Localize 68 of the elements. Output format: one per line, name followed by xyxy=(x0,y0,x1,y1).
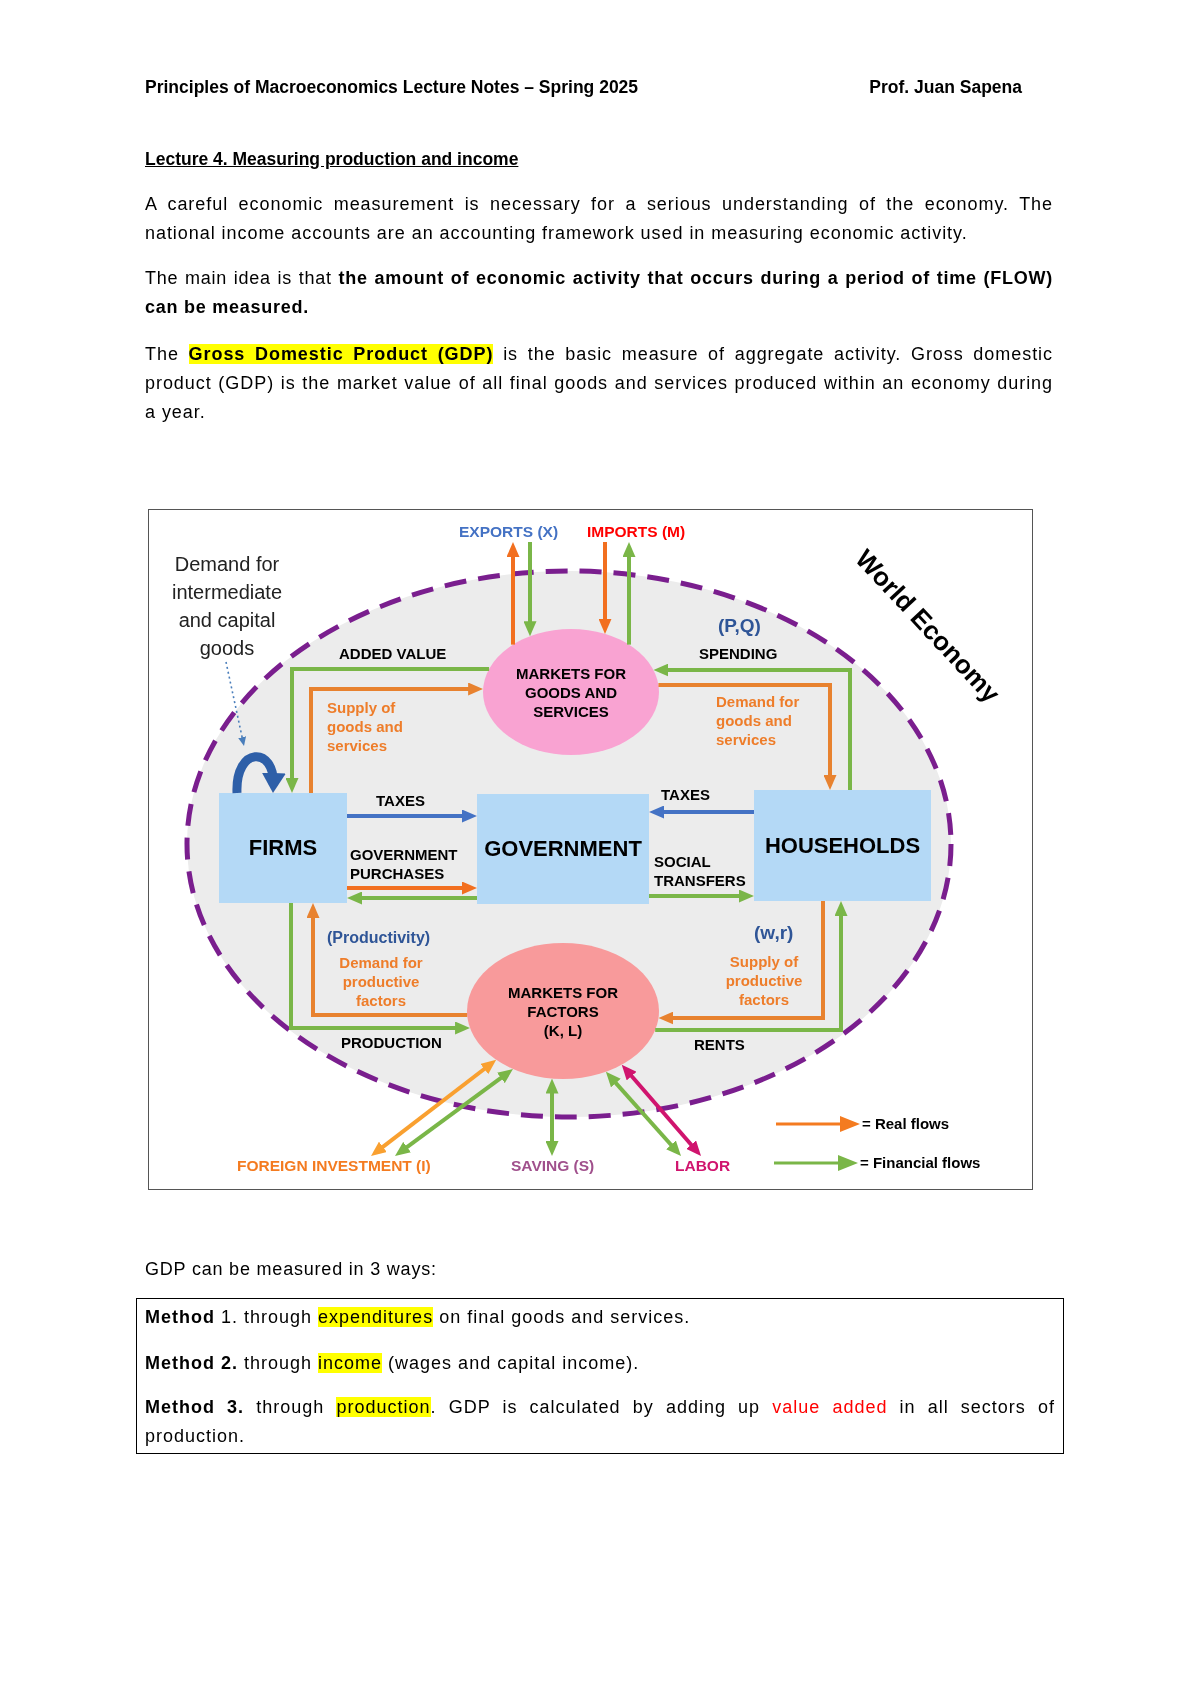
annotation-label: (P,Q) xyxy=(718,615,761,637)
flow-arrow xyxy=(653,663,852,790)
double-arrow xyxy=(545,1078,559,1156)
legend-label: = Real flows xyxy=(862,1114,950,1133)
method-text: Method 3. through production. GDP is calculated by adding up value added in all sectors of production. xyxy=(145,1396,1055,1448)
lecture-heading: Lecture 4. Measuring production and income xyxy=(145,148,519,171)
edge-label: Demand for productive factors xyxy=(338,953,424,1010)
edge-label: SPENDING xyxy=(699,644,778,663)
flow-label: IMPORTS (M) xyxy=(587,522,686,542)
flow-label: SAVING (S) xyxy=(511,1156,595,1176)
edge-label: GOVERNMENT PURCHASES xyxy=(350,845,459,883)
edge-label: Demand for goods and services xyxy=(716,692,801,749)
paragraph: The main idea is that the amount of economic activity that occurs during a period of time (FLOW) can be measured. xyxy=(145,267,1053,319)
paragraph: The Gross Domestic Product (GDP) is the basic measure of aggregate activity. Gross domestic product (GDP) is the market value of all final goods and services produced within an economy during a year. xyxy=(145,343,1053,424)
edge-label: PRODUCTION xyxy=(341,1033,442,1052)
annotation-label: (w,r) xyxy=(754,922,794,944)
edge-label: TAXES xyxy=(376,791,425,810)
market-ellipse xyxy=(467,943,659,1079)
box-label: FIRMS xyxy=(248,835,318,861)
sector-box xyxy=(754,790,931,901)
double-arrow xyxy=(621,1064,701,1156)
edge-label: Supply of productive factors xyxy=(724,952,804,1009)
flow-arrow xyxy=(649,805,754,819)
leader-line xyxy=(225,661,247,746)
flow-arrow xyxy=(289,903,471,1035)
double-arrow xyxy=(371,1059,497,1156)
flow-label: FOREIGN INVESTMENT (I) xyxy=(237,1156,431,1176)
edge-label: TAXES xyxy=(661,785,710,804)
double-arrow xyxy=(605,1071,681,1156)
market-ellipse xyxy=(483,629,659,755)
flow-arrow xyxy=(655,901,848,1032)
header-author: Prof. Juan Sapena xyxy=(869,76,1022,99)
box-label: HOUSEHOLDS xyxy=(764,832,921,859)
flow-arrow xyxy=(309,682,484,793)
flow-label: EXPORTS (X) xyxy=(459,522,559,542)
method-text: Method 1. through expenditures on final goods and services. xyxy=(145,1306,692,1329)
edge-label: SOCIAL TRANSFERS xyxy=(654,852,747,890)
ellipse-label: MARKETS FOR GOODS AND SERVICES xyxy=(515,663,627,721)
flow-arrow xyxy=(347,881,477,895)
ellipse-label: (K, L) xyxy=(543,1020,583,1040)
method-text: Method 2. through income (wages and capital income). xyxy=(145,1352,641,1375)
flow-label: LABOR xyxy=(675,1156,731,1176)
callout-text: Demand for intermediate and capital goods xyxy=(157,550,297,662)
flow-arrow xyxy=(622,542,636,645)
flow-arrow xyxy=(506,542,520,645)
flow-arrow xyxy=(658,683,837,790)
sector-box xyxy=(477,794,649,904)
paragraph: GDP can be measured in 3 ways: xyxy=(145,1258,438,1281)
flow-arrow xyxy=(523,542,537,637)
double-arrow xyxy=(395,1069,513,1156)
flow-arrow xyxy=(658,901,825,1025)
flow-arrow xyxy=(347,891,477,905)
annotation-label: (Productivity) xyxy=(327,928,431,948)
sector-box xyxy=(219,793,347,903)
loop-arrow xyxy=(232,752,285,794)
flow-arrow xyxy=(306,903,468,1017)
paragraph: A careful economic measurement is necessary for a serious understanding of the economy. The national income accounts are an accounting framework used in measuring economic activity. xyxy=(145,193,1053,245)
flow-arrow xyxy=(598,542,612,634)
flow-arrow xyxy=(649,889,754,903)
flow-arrow xyxy=(347,809,477,823)
legend-label: = Financial flows xyxy=(860,1153,981,1172)
header-title: Principles of Macroeconomics Lecture Notes – Spring 2025 xyxy=(145,76,639,99)
edge-label: Supply of goods and services xyxy=(327,698,404,755)
flow-arrow xyxy=(285,667,490,793)
edge-label: RENTS xyxy=(694,1035,745,1054)
ellipse-label: MARKETS FOR FACTORS xyxy=(507,982,619,1021)
box-label: GOVERNMENT xyxy=(484,836,642,862)
edge-label: ADDED VALUE xyxy=(339,644,447,663)
